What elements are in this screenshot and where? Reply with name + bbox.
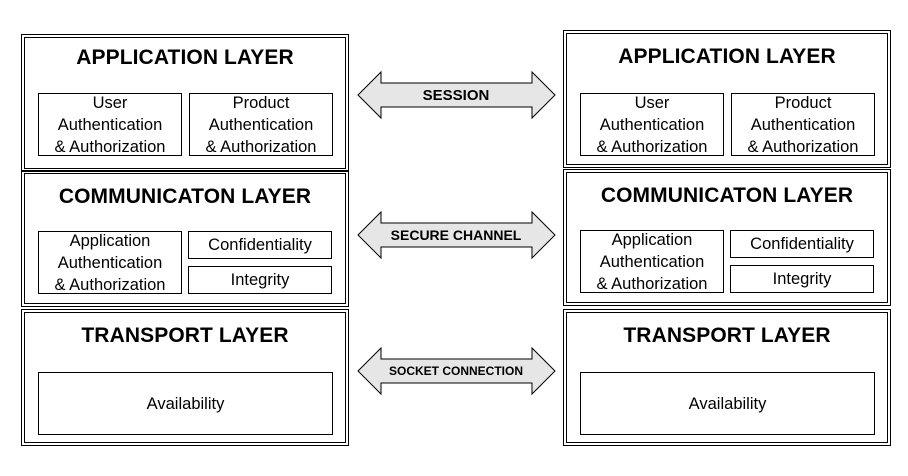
left-transport-layer: TRANSPORT LAYER Availability [21, 309, 349, 446]
secure-channel-arrow: SECURE CHANNEL [357, 210, 556, 260]
right-communication-layer: COMMUNICATON LAYER Application Authentic… [563, 169, 891, 306]
right-app-auth-box: Application Authentication & Authorizati… [580, 230, 724, 293]
left-communication-layer-title: COMMUNICATON LAYER [58, 185, 312, 208]
secure-channel-arrow-shape [357, 210, 556, 260]
left-confidentiality-box: Confidentiality [188, 231, 332, 259]
right-user-auth-box: User Authentication & Authorization [580, 93, 724, 156]
left-application-layer: APPLICATION LAYER User Authentication & … [21, 34, 349, 172]
socket-connection-label: SOCKET CONNECTION [389, 364, 523, 378]
session-arrow-shape [357, 70, 556, 120]
right-availability-box: Availability [580, 372, 875, 435]
left-transport-layer-title: TRANSPORT LAYER [81, 324, 289, 347]
left-app-auth-box: Application Authentication & Authorizati… [38, 231, 182, 294]
right-product-auth-box: Product Authentication & Authorization [731, 93, 875, 156]
right-application-layer: APPLICATION LAYER User Authentication & … [563, 30, 891, 168]
socket-connection-arrow-shape [357, 346, 556, 396]
left-product-auth-box: Product Authentication & Authorization [189, 93, 333, 156]
right-transport-layer-title: TRANSPORT LAYER [623, 324, 831, 347]
right-transport-layer: TRANSPORT LAYER Availability [563, 309, 891, 446]
left-user-auth-box: User Authentication & Authorization [38, 93, 182, 156]
left-integrity-box: Integrity [188, 266, 332, 294]
secure-channel-label: SECURE CHANNEL [391, 227, 522, 243]
left-application-layer-title: APPLICATION LAYER [76, 46, 294, 69]
socket-connection-arrow: SOCKET CONNECTION [357, 346, 556, 396]
left-availability-box: Availability [38, 372, 333, 435]
session-label: SESSION [423, 87, 490, 104]
right-confidentiality-box: Confidentiality [730, 230, 874, 258]
right-communication-layer-title: COMMUNICATON LAYER [600, 184, 854, 207]
right-integrity-box: Integrity [730, 265, 874, 293]
right-application-layer-title: APPLICATION LAYER [618, 45, 836, 68]
left-communication-layer: COMMUNICATON LAYER Application Authentic… [21, 170, 349, 307]
session-arrow: SESSION [357, 70, 556, 120]
